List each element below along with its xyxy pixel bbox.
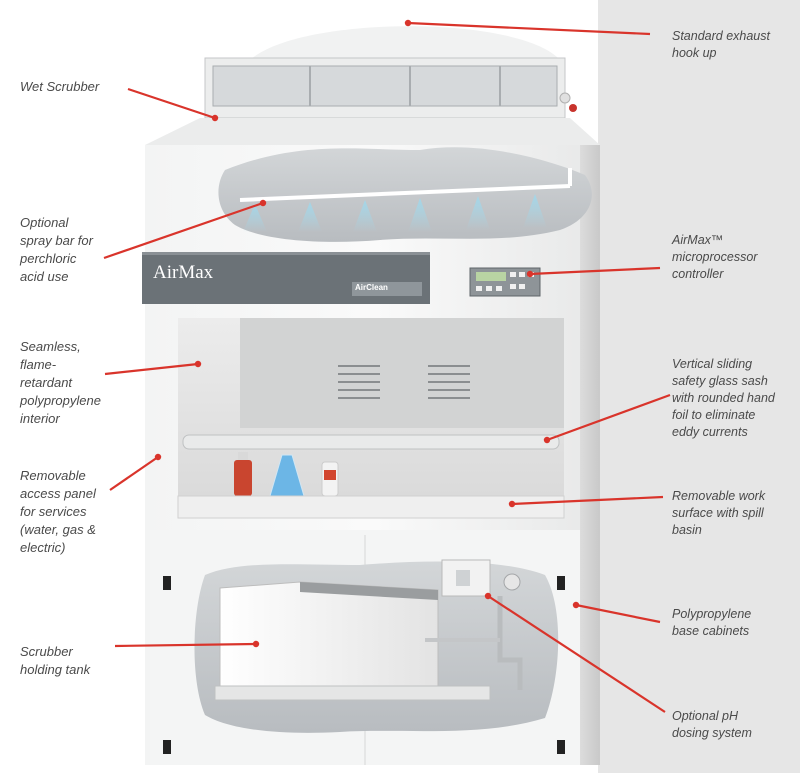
label-wet-scrubber: Wet Scrubber [20, 79, 100, 94]
spray-bar [239, 184, 571, 202]
spray-nozzles [243, 194, 547, 232]
label-work-surface: Removable work surface with spill basin [672, 489, 766, 537]
wet-scrubber-window [212, 65, 558, 107]
hood-top [145, 118, 600, 145]
callout-lines [103, 21, 671, 713]
label-access-panel: Removable access panel for services (wat… [20, 468, 96, 555]
airmax-logo: AirMax [153, 262, 214, 283]
baffle-panel [240, 318, 564, 428]
work-surface [177, 495, 565, 519]
lab-glassware [234, 452, 339, 497]
label-exhaust: Standard exhaust hook up [672, 29, 770, 60]
airclean-logo: AirClean [355, 283, 388, 292]
callout-dots [154, 19, 580, 648]
label-base-cabinets: Polypropylene base cabinets [672, 607, 752, 638]
label-interior: Seamless, flame- retardant polypropylene… [20, 339, 101, 426]
baffle-vents [338, 365, 470, 399]
label-controller: AirMax™ microprocessor controller [672, 233, 758, 281]
tank-tray [214, 685, 491, 701]
background-band [598, 0, 800, 773]
scrubber-holding-tank [219, 581, 439, 697]
label-spray-bar: Optional spray bar for perchloric acid u… [20, 215, 93, 284]
label-holding-tank: Scrubber holding tank [20, 644, 91, 677]
label-ph-dosing: Optional pH dosing system [672, 709, 752, 740]
ph-dosing-box [441, 559, 491, 597]
sash-handle-foil [182, 434, 560, 450]
label-sash: Vertical sliding safety glass sash with … [672, 357, 775, 439]
